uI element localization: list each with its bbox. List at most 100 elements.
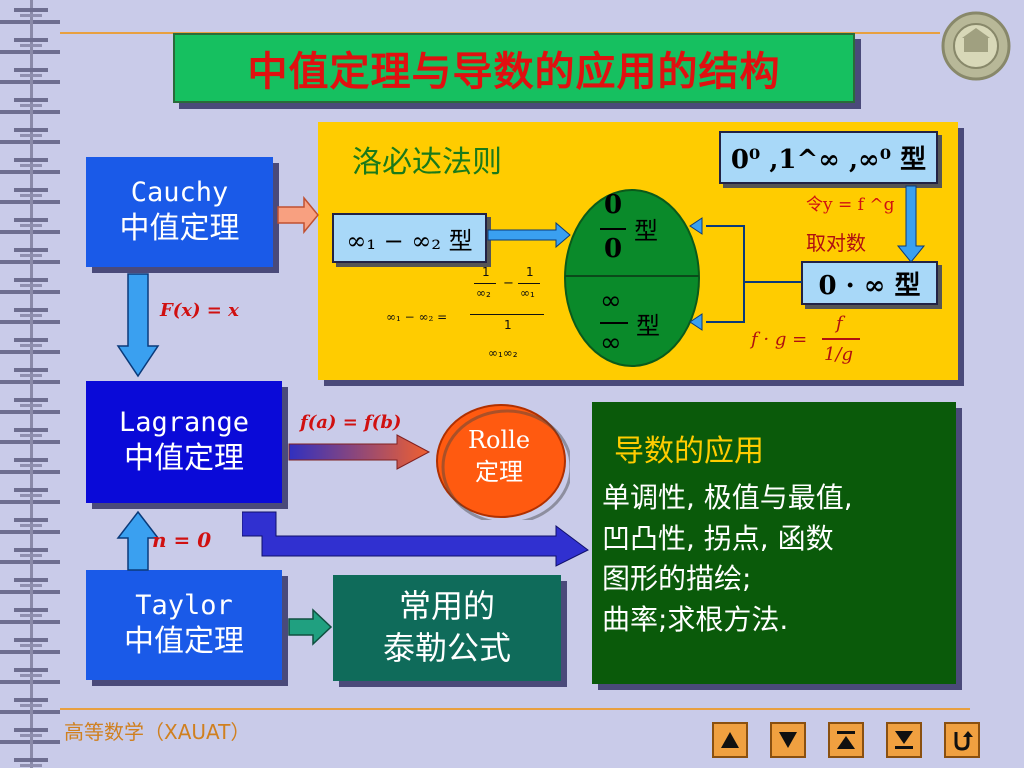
rolle-label: Rolle 定理 <box>432 424 566 489</box>
rail-cross <box>14 218 48 227</box>
rail-cross <box>14 758 48 767</box>
cauchy-box[interactable]: Cauchy 中值定理 <box>86 157 273 267</box>
applications-list: 单调性, 极值与最值, 凹凸性, 拐点, 函数 图形的描绘; 曲率;求根方法. <box>602 478 853 640</box>
fg-formula-num: f <box>836 313 843 334</box>
fg-formula-den: 1/g <box>824 344 854 365</box>
taylor-subtitle: 中值定理 <box>124 624 244 660</box>
up-button[interactable] <box>712 722 748 758</box>
lagrange-subtitle: 中值定理 <box>124 441 244 477</box>
taylor-box[interactable]: Taylor 中值定理 <box>86 570 282 680</box>
lhopital-heading: 洛必达法则 <box>352 145 502 180</box>
down-icon <box>779 732 797 748</box>
inf-minus-inf-label: ∞₁ − ∞₂ 型 <box>346 226 473 255</box>
zero-times-inf-box[interactable]: 0 · ∞ 型 <box>801 261 938 305</box>
taylor-label: Taylor <box>135 590 233 622</box>
fg-formula-left: f · g = <box>751 329 808 350</box>
university-seal-logo <box>940 10 1012 82</box>
lagrange-to-applications-arrow <box>241 510 592 570</box>
rolle-name: Rolle <box>467 426 531 454</box>
return-button[interactable] <box>944 722 980 758</box>
rail-cross <box>14 278 48 287</box>
rail-cross <box>14 698 48 707</box>
lhopital-arrows <box>487 185 926 331</box>
rail-cross <box>14 398 48 407</box>
rail-cross <box>14 338 48 347</box>
lagrange-box[interactable]: Lagrange 中值定理 <box>86 381 282 503</box>
rail-cross <box>14 578 48 587</box>
conversion-formula-left: ∞₁ − ∞₂ = <box>386 310 448 324</box>
lagrange-edge-label: f(a) = f(b) <box>300 412 402 433</box>
taylor-to-formula-arrow <box>287 607 333 647</box>
footer-label: 高等数学（XAUAT） <box>64 720 251 744</box>
inf-minus-inf-box[interactable]: ∞₁ − ∞₂ 型 <box>332 213 487 263</box>
rail-cross <box>14 98 48 107</box>
conversion-big-den: ∞₁∞₂ <box>488 346 518 360</box>
down-button[interactable] <box>770 722 806 758</box>
applications-line: 凹凸性, 拐点, 函数 <box>602 521 834 555</box>
lagrange-label: Lagrange <box>118 407 250 439</box>
taylor-to-lagrange-arrow <box>116 510 160 572</box>
zero-over-zero-den: 0 <box>604 234 623 264</box>
conversion-num-b: 1 <box>526 265 534 279</box>
fg-formula-bar <box>822 338 860 340</box>
rail-cross <box>14 368 48 377</box>
conversion-big-num: 1 <box>504 318 512 332</box>
left-decorative-rail <box>0 0 60 768</box>
first-button[interactable] <box>828 722 864 758</box>
applications-heading: 导数的应用 <box>614 434 764 469</box>
bottom-rule <box>60 708 970 710</box>
cauchy-edge-label: F(x) = x <box>160 300 239 321</box>
power-types-box[interactable]: 0⁰ ,1^∞ ,∞⁰ 型 <box>719 131 938 184</box>
zero-over-zero-num: 0 <box>604 190 623 220</box>
rail-cross <box>14 308 48 317</box>
taylor-formula-line2: 泰勒公式 <box>382 629 511 667</box>
up-icon <box>721 732 739 748</box>
cauchy-to-lagrange-arrow <box>116 272 160 380</box>
rail-cross <box>14 8 48 17</box>
zero-times-inf-label: 0 · ∞ 型 <box>818 270 921 301</box>
rail-cross <box>14 608 48 617</box>
last-button[interactable] <box>886 722 922 758</box>
conversion-den-b: ∞₁ <box>520 286 535 300</box>
rail-cross <box>14 458 48 467</box>
rail-cross <box>14 38 48 47</box>
applications-line: 曲率;求根方法. <box>602 602 789 636</box>
rail-cross <box>14 728 48 737</box>
taylor-edge-label: n = 0 <box>152 528 212 552</box>
rail-cross <box>14 188 48 197</box>
conversion-main-bar <box>470 314 544 315</box>
conversion-bar-b <box>518 283 540 284</box>
conversion-minus: − <box>503 276 514 291</box>
indeterminate-forms-ellipse[interactable] <box>563 188 701 368</box>
inf-over-inf-den: ∞ <box>600 328 622 358</box>
taylor-formula-line1: 常用的 <box>398 587 495 626</box>
rail-cross <box>14 488 48 497</box>
conversion-num-a: 1 <box>482 265 490 279</box>
page-title: 中值定理与导数的应用的结构 <box>173 33 855 103</box>
nav-bar <box>712 722 982 758</box>
let-y-text: 令y = f ^g <box>806 195 895 215</box>
applications-box: 导数的应用 单调性, 极值与最值, 凹凸性, 拐点, 函数 图形的描绘; 曲率;… <box>592 402 956 684</box>
cauchy-to-lhopital-arrow <box>276 195 320 235</box>
rolle-subtitle: 定理 <box>475 458 523 487</box>
rail-cross <box>14 128 48 137</box>
rail-cross <box>14 638 48 647</box>
rail-cross <box>14 248 48 257</box>
first-icon <box>837 731 855 749</box>
inf-over-inf-type: 型 <box>636 312 660 340</box>
taylor-formula-box[interactable]: 常用的 泰勒公式 <box>333 575 561 681</box>
cauchy-subtitle: 中值定理 <box>119 211 240 247</box>
conversion-bar-a <box>474 283 496 284</box>
rail-cross <box>14 68 48 77</box>
zero-over-zero-bar <box>600 228 626 230</box>
rail-cross <box>14 428 48 437</box>
zero-over-zero-type: 型 <box>634 217 658 245</box>
rail-cross <box>14 158 48 167</box>
applications-line: 单调性, 极值与最值, <box>602 481 853 514</box>
take-log-text: 取对数 <box>806 231 866 255</box>
power-types-label: 0⁰ ,1^∞ ,∞⁰ 型 <box>730 145 927 175</box>
last-icon <box>895 731 913 749</box>
rail-cross <box>14 668 48 677</box>
applications-line: 图形的描绘; <box>602 562 752 596</box>
return-icon <box>954 731 973 751</box>
